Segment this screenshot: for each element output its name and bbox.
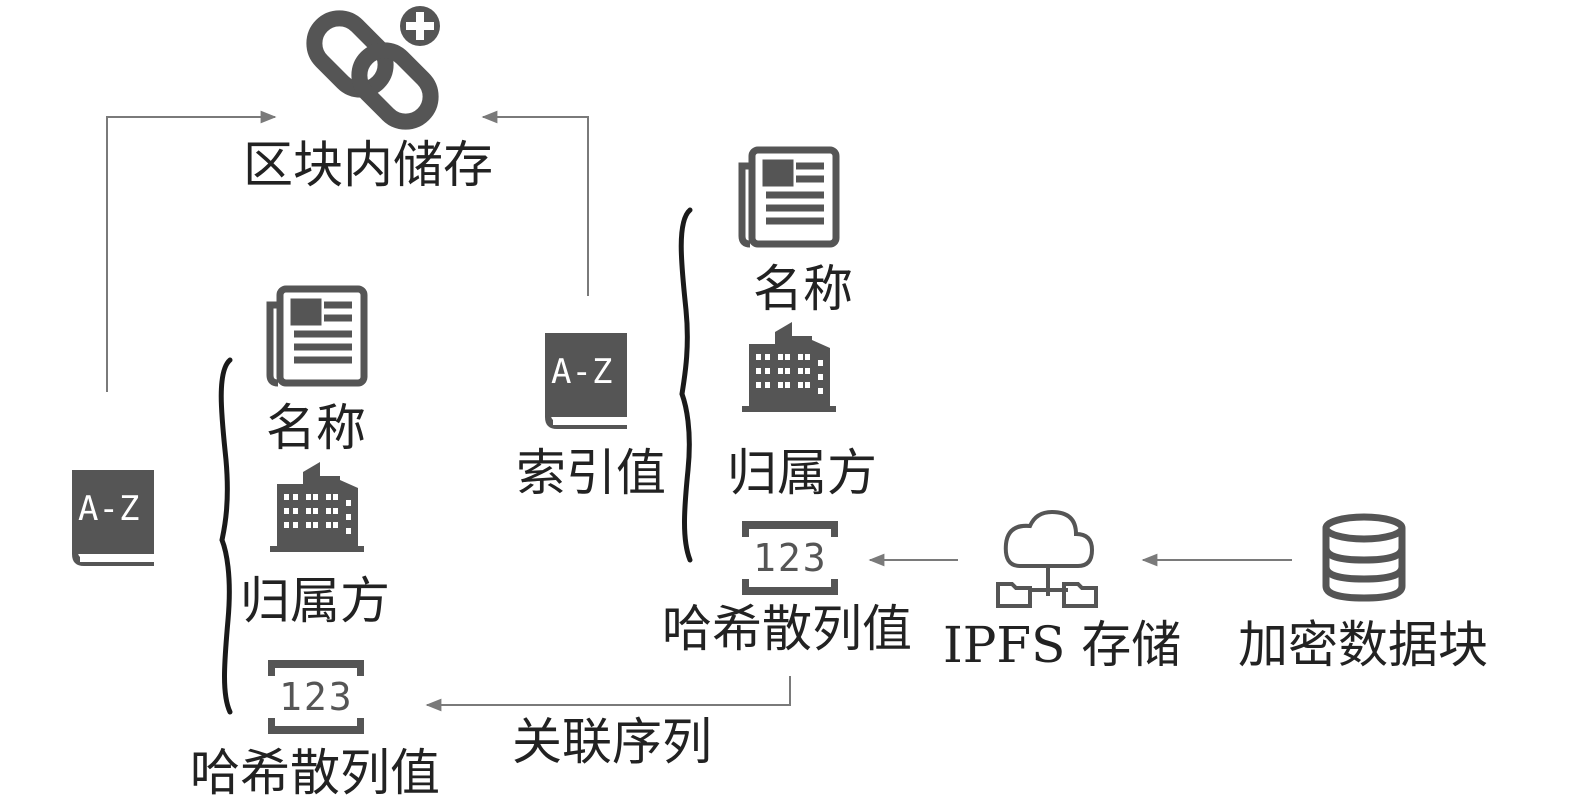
chain-link-icon <box>306 10 439 130</box>
left-counter-icon <box>268 660 364 734</box>
left-hash-label: 哈希散列值 <box>190 744 440 802</box>
left-counter-text: 123 <box>279 675 354 719</box>
right-counter-text: 123 <box>753 536 828 580</box>
left-document-icon <box>266 285 368 387</box>
right-counter-icon <box>742 521 838 595</box>
right-document-icon <box>738 146 840 248</box>
index-value-label: 索引值 <box>516 444 666 502</box>
left-name-label: 名称 <box>266 399 366 457</box>
association-sequence-label: 关联序列 <box>512 713 712 771</box>
plus-badge-icon <box>400 6 440 46</box>
index-az-book-icon <box>545 333 627 429</box>
arrow-association-sequence <box>425 676 791 712</box>
right-name-label: 名称 <box>753 260 853 318</box>
right-owner-label: 归属方 <box>727 444 877 502</box>
blockchain-storage-label: 区块内储存 <box>243 136 493 194</box>
right-brace <box>678 207 693 563</box>
index-book-az-text: A-Z <box>551 352 613 392</box>
encrypted-block-label: 加密数据块 <box>1238 616 1488 674</box>
arrow-left-to-storage <box>106 110 277 392</box>
left-owner-label: 归属方 <box>240 572 390 630</box>
left-book-az-text: A-Z <box>78 489 140 529</box>
right-hash-label: 哈希散列值 <box>662 600 912 658</box>
left-az-book-icon <box>72 470 154 566</box>
cloud-network-icon <box>996 509 1098 608</box>
left-building-icon <box>270 462 364 552</box>
right-building-icon <box>742 322 836 412</box>
left-brace <box>218 357 233 715</box>
ipfs-storage-label: IPFS 存储 <box>943 616 1182 674</box>
database-icon <box>1322 513 1406 602</box>
arrow-index-to-storage <box>481 110 589 296</box>
